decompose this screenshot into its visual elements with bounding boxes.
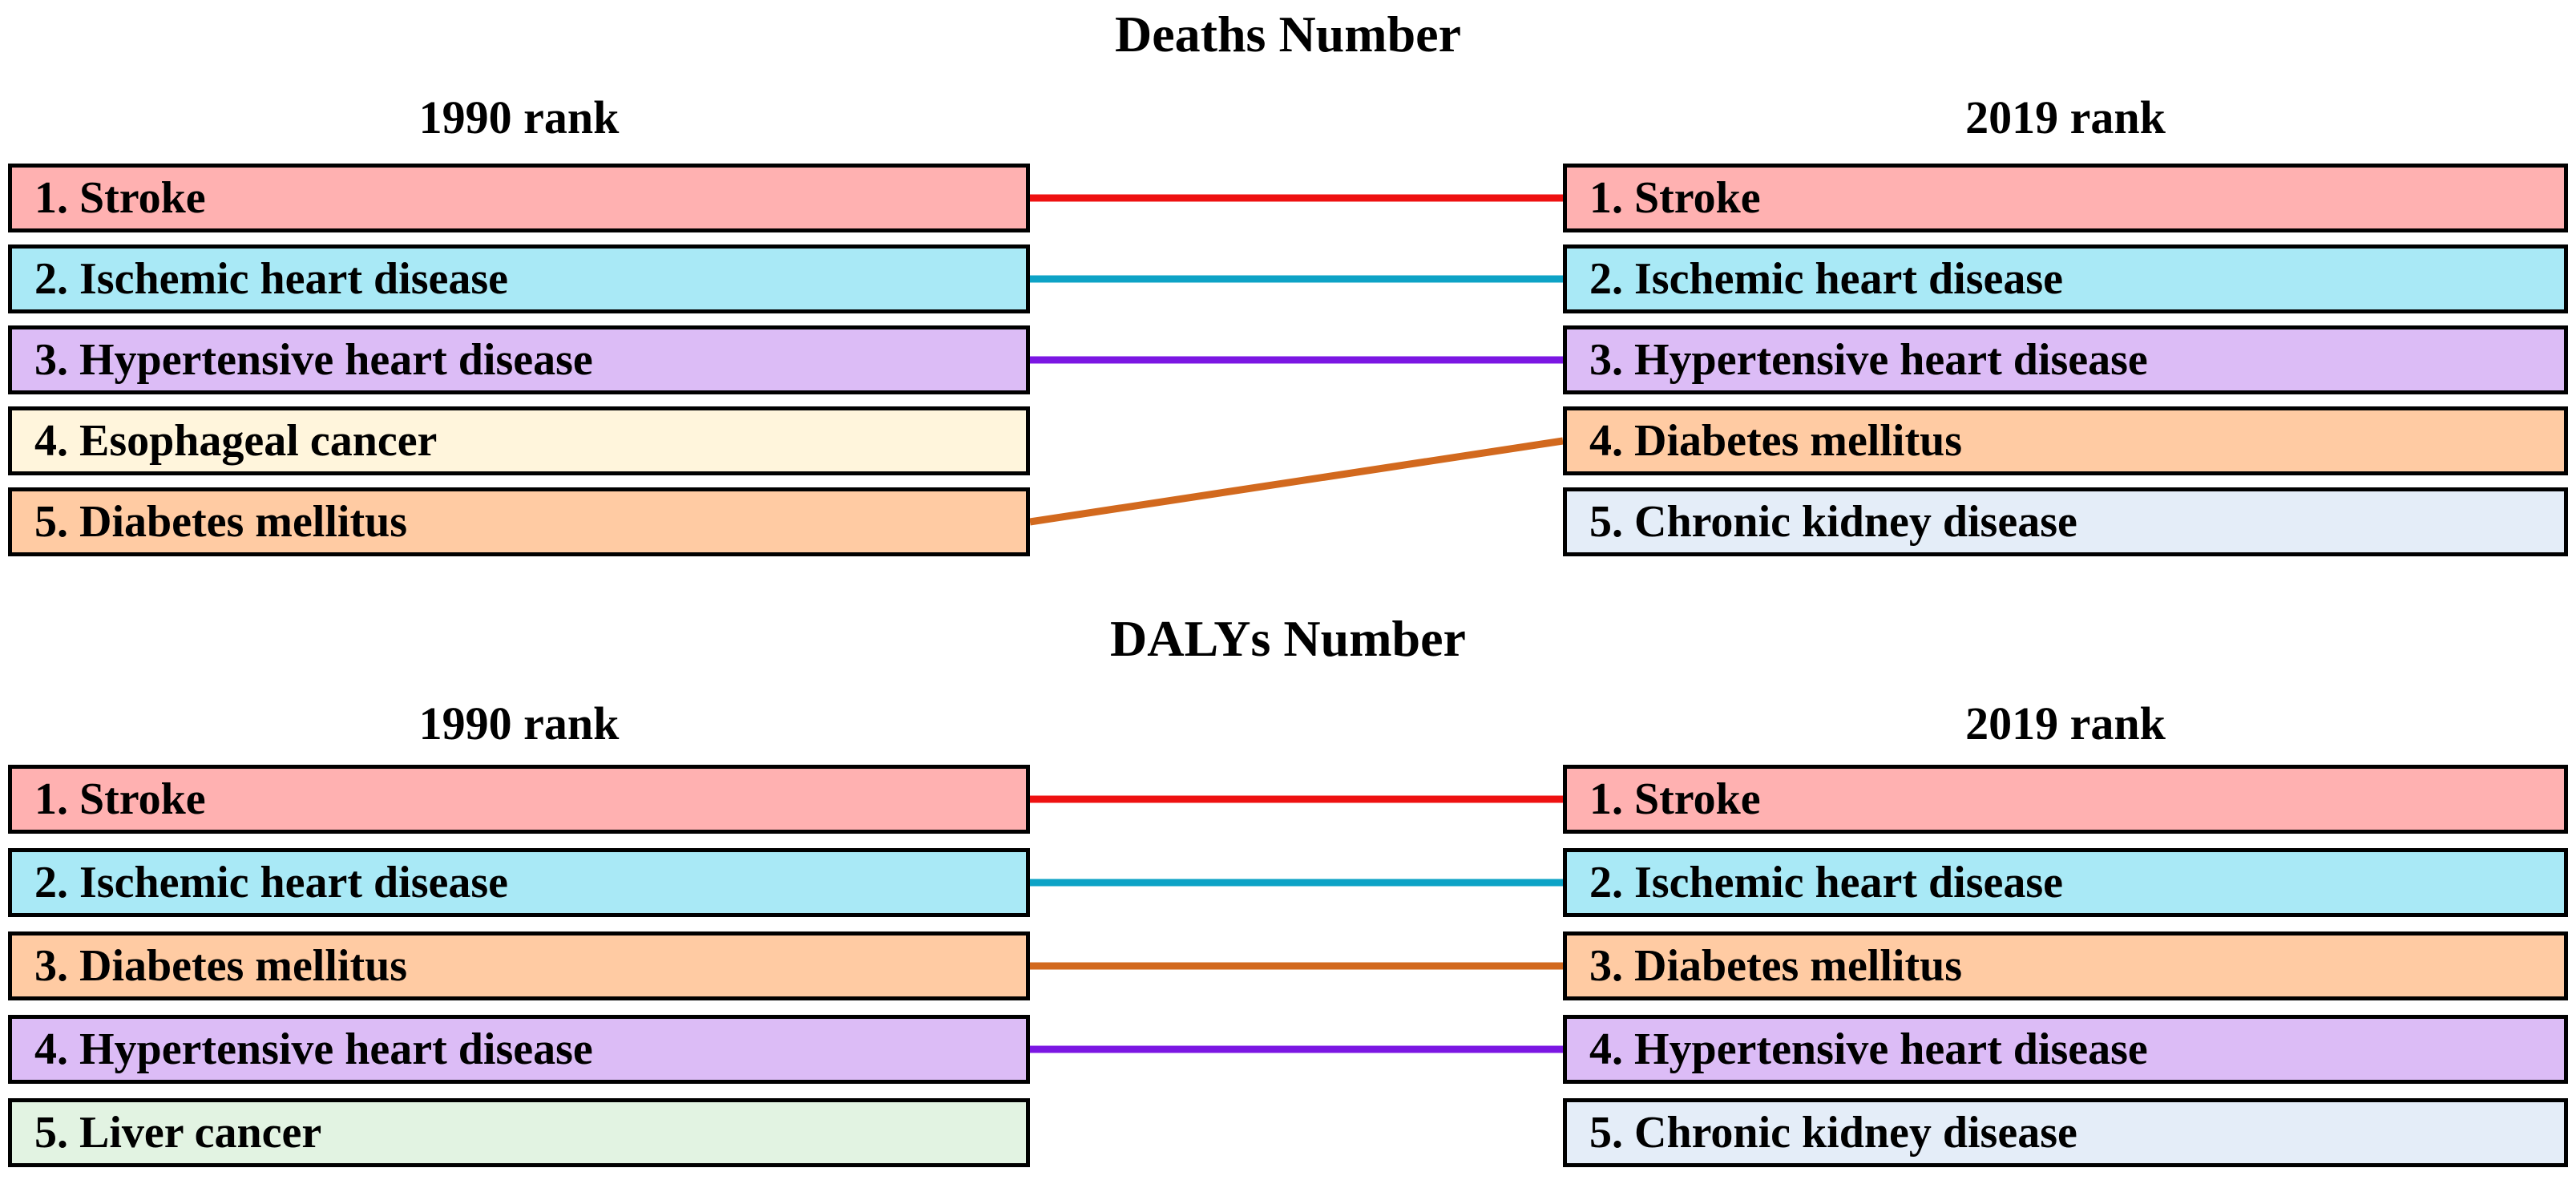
rank-box-dalys-1990-1: 1. Stroke [8,765,1030,834]
rank-box-deaths-1990-2: 2. Ischemic heart disease [8,244,1030,313]
rank-box-deaths-1990-5: 5. Diabetes mellitus [8,487,1030,556]
rank-box-label: 5. Chronic kidney disease [1589,497,2077,547]
rank-box-dalys-2019-2: 2. Ischemic heart disease [1563,848,2568,917]
rank-box-label: 2. Ischemic heart disease [34,858,509,907]
column-header-deaths-2019: 2019 rank [1965,91,2166,143]
rank-box-deaths-1990-3: 3. Hypertensive heart disease [8,325,1030,394]
rank-box-dalys-2019-4: 4. Hypertensive heart disease [1563,1015,2568,1084]
rank-box-dalys-2019-1: 1. Stroke [1563,765,2568,834]
rank-box-deaths-2019-3: 3. Hypertensive heart disease [1563,325,2568,394]
section-title-deaths: Deaths Number [1115,6,1461,63]
rank-box-dalys-2019-5: 5. Chronic kidney disease [1563,1098,2568,1167]
rank-box-dalys-1990-3: 3. Diabetes mellitus [8,931,1030,1000]
rank-box-dalys-2019-3: 3. Diabetes mellitus [1563,931,2568,1000]
rank-box-label: 4. Hypertensive heart disease [34,1024,593,1074]
rank-box-label: 5. Diabetes mellitus [34,497,408,547]
rank-box-label: 3. Diabetes mellitus [1589,941,1963,991]
column-header-dalys-2019: 2019 rank [1965,697,2166,750]
rank-box-deaths-1990-4: 4. Esophageal cancer [8,406,1030,475]
rank-box-label: 2. Ischemic heart disease [34,254,509,304]
rank-box-label: 1. Stroke [1589,173,1761,223]
link-line-deaths-diabetes-mellitus [1029,437,1564,526]
rank-box-label: 1. Stroke [1589,774,1761,824]
rank-box-label: 4. Hypertensive heart disease [1589,1024,2148,1074]
rank-box-label: 3. Hypertensive heart disease [34,335,593,385]
rank-box-label: 3. Diabetes mellitus [34,941,408,991]
column-header-deaths-1990: 1990 rank [418,91,620,143]
rank-box-deaths-2019-1: 1. Stroke [1563,164,2568,232]
rank-box-label: 4. Diabetes mellitus [1589,416,1963,466]
rank-box-label: 4. Esophageal cancer [34,416,438,466]
rank-box-label: 2. Ischemic heart disease [1589,254,2064,304]
rank-box-dalys-1990-2: 2. Ischemic heart disease [8,848,1030,917]
column-header-dalys-1990: 1990 rank [418,697,620,750]
rank-box-dalys-1990-5: 5. Liver cancer [8,1098,1030,1167]
rank-box-label: 5. Liver cancer [34,1108,322,1158]
rank-box-label: 3. Hypertensive heart disease [1589,335,2148,385]
rank-box-label: 1. Stroke [34,173,206,223]
rank-box-deaths-1990-1: 1. Stroke [8,164,1030,232]
rank-box-label: 1. Stroke [34,774,206,824]
rank-box-label: 5. Chronic kidney disease [1589,1108,2077,1158]
rank-box-deaths-2019-2: 2. Ischemic heart disease [1563,244,2568,313]
rank-box-deaths-2019-4: 4. Diabetes mellitus [1563,406,2568,475]
rank-box-deaths-2019-5: 5. Chronic kidney disease [1563,487,2568,556]
rank-box-label: 2. Ischemic heart disease [1589,858,2064,907]
rank-box-dalys-1990-4: 4. Hypertensive heart disease [8,1015,1030,1084]
section-title-dalys: DALYs Number [1110,610,1466,667]
